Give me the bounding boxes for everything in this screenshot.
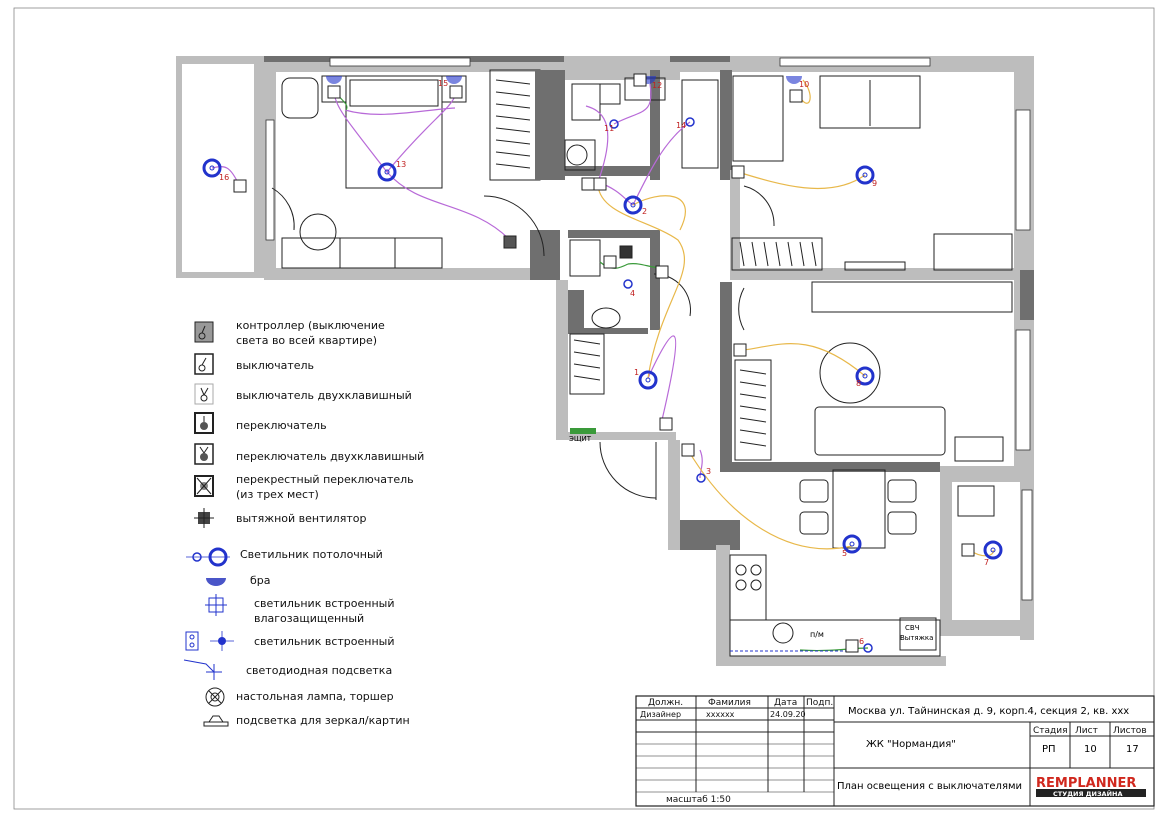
tb-stage: РП — [1042, 744, 1056, 755]
tb-head-surname: Фамилия — [708, 698, 751, 708]
lamp-8 — [855, 366, 875, 386]
lamp-number: 4 — [630, 289, 635, 298]
mirror-light-icon — [203, 715, 229, 727]
tb-date: 24.09.20 — [770, 710, 806, 719]
lamp-number: 16 — [219, 173, 229, 182]
lamp-number: 6 — [859, 637, 864, 646]
ceiling-lamps — [202, 76, 1003, 653]
tb-stage-label: Стадия — [1033, 726, 1068, 736]
electric-panel-label: ЭЩИТ — [569, 435, 592, 443]
lamp-number: 1 — [634, 368, 639, 377]
lamp-2 — [623, 195, 643, 215]
sofa — [814, 406, 946, 456]
lamp-number: 2 — [642, 207, 647, 216]
waterproof-recessed-lamp-icon — [205, 594, 227, 616]
walls — [176, 56, 1034, 666]
tb-complex: ЖК "Нормандия" — [866, 739, 956, 750]
ceiling-lamp-icon — [186, 547, 230, 567]
lamp-14 — [685, 117, 695, 127]
wall-sconce-icon — [206, 578, 226, 586]
legend-icons — [183, 321, 234, 727]
furniture — [271, 75, 1013, 657]
brand-subtitle: СТУДИЯ ДИЗАЙНА — [1053, 789, 1123, 798]
tb-sheet-label: Лист — [1075, 726, 1098, 736]
lamp-number: 11 — [604, 124, 614, 133]
electric-panel — [570, 428, 596, 434]
microwave-label: СВЧ — [905, 624, 920, 632]
dishwasher-label: п/м — [810, 630, 824, 639]
lamp-7 — [983, 540, 1003, 560]
lamp-4 — [623, 279, 633, 289]
tb-sheets-label: Листов — [1113, 726, 1147, 736]
title-block — [635, 695, 1155, 807]
lamp-number: 3 — [706, 467, 711, 476]
tb-sheets: 17 — [1126, 744, 1139, 755]
lamp-number: 7 — [984, 558, 989, 567]
tb-position: Дизайнер — [640, 710, 681, 719]
tb-surname: xxxxxx — [706, 710, 735, 719]
sheet-frame — [13, 7, 1155, 810]
floor-lamp-icon — [205, 687, 225, 707]
lamp-5 — [842, 534, 862, 554]
hood-label: Вытяжка — [900, 634, 933, 642]
bed-left — [345, 75, 443, 189]
tb-scale: масштаб 1:50 — [666, 795, 731, 805]
double-toggle-switch-icon — [194, 443, 214, 465]
lamp-11 — [609, 119, 619, 129]
cross-switch-icon — [194, 475, 214, 497]
sconce-15b — [446, 76, 462, 84]
tb-head-position: Должн. — [648, 698, 683, 708]
lamp-9 — [855, 165, 875, 185]
toggle-switch-icon — [194, 412, 214, 434]
sconce-15 — [326, 76, 342, 84]
exhaust-fan-icon — [194, 508, 214, 528]
lamp-1 — [638, 370, 658, 390]
lamp-number: 9 — [872, 179, 877, 188]
lamp-13 — [377, 162, 397, 182]
switches — [233, 73, 975, 653]
tb-sheet: 10 — [1084, 744, 1097, 755]
lamp-number: 8 — [856, 379, 861, 388]
sconce-10 — [786, 76, 802, 84]
brand-logo-text: REMPLANNER — [1036, 776, 1136, 791]
controller-switch-icon — [194, 321, 214, 343]
tb-head-date: Дата — [774, 698, 797, 708]
wiring — [211, 79, 994, 652]
lamp-number: 13 — [396, 160, 406, 169]
led-strip-icon — [183, 659, 222, 680]
lamp-numbers: 16 13 2 9 8 1 5 7 3 11 14 4 6 10 15 12 — [219, 79, 989, 646]
tb-drawing-title: План освещения с выключателями — [837, 781, 1022, 792]
tb-address: Москва ул. Тайнинская д. 9, корп.4, секц… — [848, 706, 1129, 717]
lamp-number: 12 — [652, 81, 662, 90]
lamp-number: 10 — [799, 80, 809, 89]
lamp-16 — [202, 158, 222, 178]
lamp-number: 5 — [842, 549, 847, 558]
lamp-3 — [696, 473, 706, 483]
lamp-number: 15 — [438, 79, 448, 88]
lamp-number: 14 — [676, 121, 686, 130]
tb-head-sign: Подп. — [806, 698, 833, 708]
windows — [265, 57, 1033, 601]
brand-sub-bar — [1036, 789, 1146, 797]
double-switch-icon — [194, 383, 214, 405]
switch-icon — [194, 353, 214, 375]
lamp-6 — [863, 643, 873, 653]
recessed-lamp-icon — [185, 631, 234, 651]
